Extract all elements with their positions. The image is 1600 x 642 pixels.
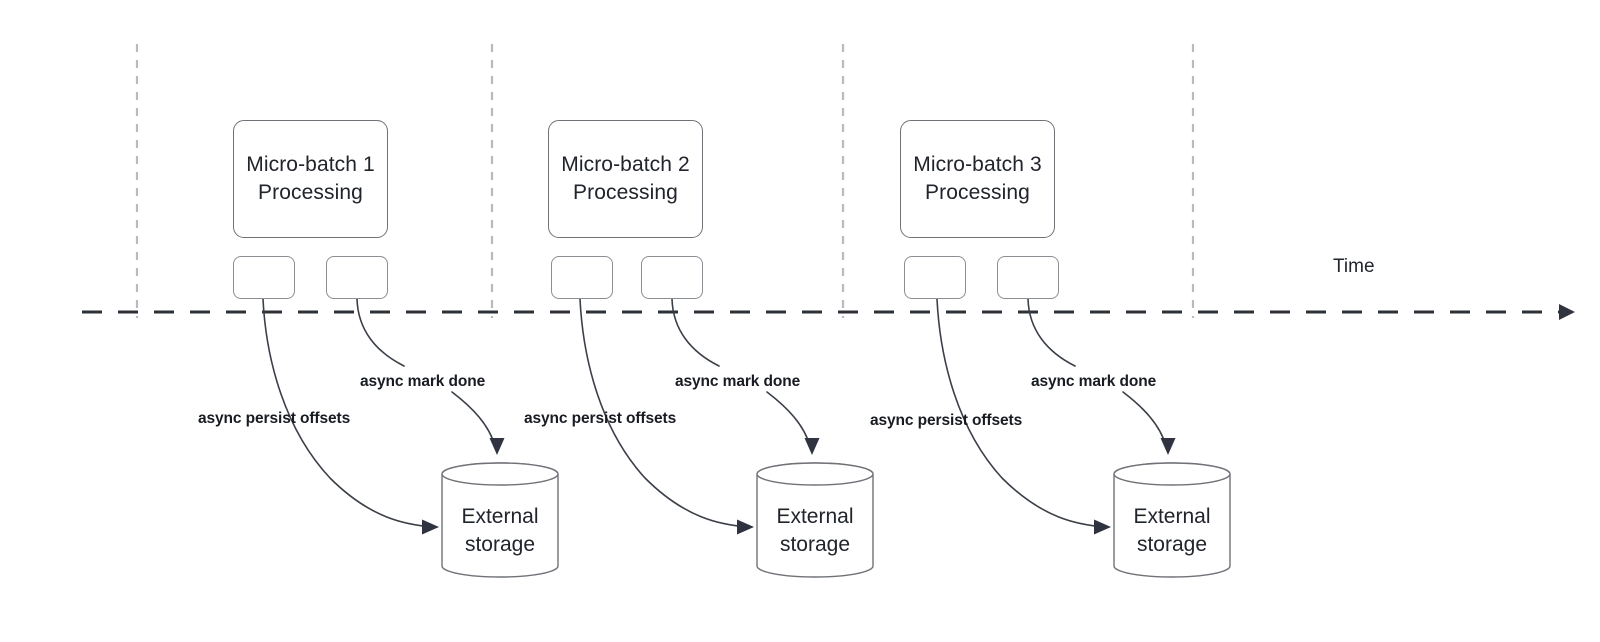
storage-cylinders <box>441 462 1231 578</box>
storage-cylinder-top-1 <box>441 462 559 486</box>
timeline-axis <box>82 304 1575 320</box>
edge-mark-done-arrowhead-1 <box>489 438 505 455</box>
edge-paths <box>262 298 1176 535</box>
tick-end-3[interactable] <box>997 256 1059 299</box>
edge-mark-done-label-2: async mark done <box>675 373 801 390</box>
timeline-arrowhead <box>1559 304 1575 320</box>
edge-mark-done-label-3: async mark done <box>1031 373 1157 390</box>
edge-mark-done-arrowhead-2 <box>804 438 820 455</box>
edge-persist-offsets-1 <box>262 298 435 528</box>
process-box-3[interactable]: Micro-batch 3 Processing <box>900 120 1055 238</box>
process-box-1[interactable]: Micro-batch 1 Processing <box>233 120 388 238</box>
edge-mark-done-arrowhead-3 <box>1160 438 1176 455</box>
tick-end-2[interactable] <box>641 256 703 299</box>
tick-start-1[interactable] <box>233 256 295 299</box>
storage-cylinder-top-3 <box>1113 462 1231 486</box>
edge-mark-done-label-1: async mark done <box>360 373 486 390</box>
tick-start-3[interactable] <box>904 256 966 299</box>
edge-persist-offsets-arrowhead-3 <box>1094 519 1111 535</box>
time-axis-label: Time <box>1333 256 1375 277</box>
tick-start-2[interactable] <box>551 256 613 299</box>
edge-persist-offsets-label-3: async persist offsets <box>870 412 1023 429</box>
edge-persist-offsets-2 <box>579 298 750 528</box>
edge-persist-offsets-label-1: async persist offsets <box>198 410 351 427</box>
edge-persist-offsets-arrowhead-1 <box>422 519 439 535</box>
edge-persist-offsets-label-2: async persist offsets <box>524 410 677 427</box>
timeline-guides <box>135 44 1195 318</box>
edge-persist-offsets-arrowhead-2 <box>737 519 754 535</box>
storage-cylinder-top-2 <box>756 462 874 486</box>
tick-end-1[interactable] <box>326 256 388 299</box>
process-box-2[interactable]: Micro-batch 2 Processing <box>548 120 703 238</box>
edge-persist-offsets-3 <box>936 298 1107 528</box>
